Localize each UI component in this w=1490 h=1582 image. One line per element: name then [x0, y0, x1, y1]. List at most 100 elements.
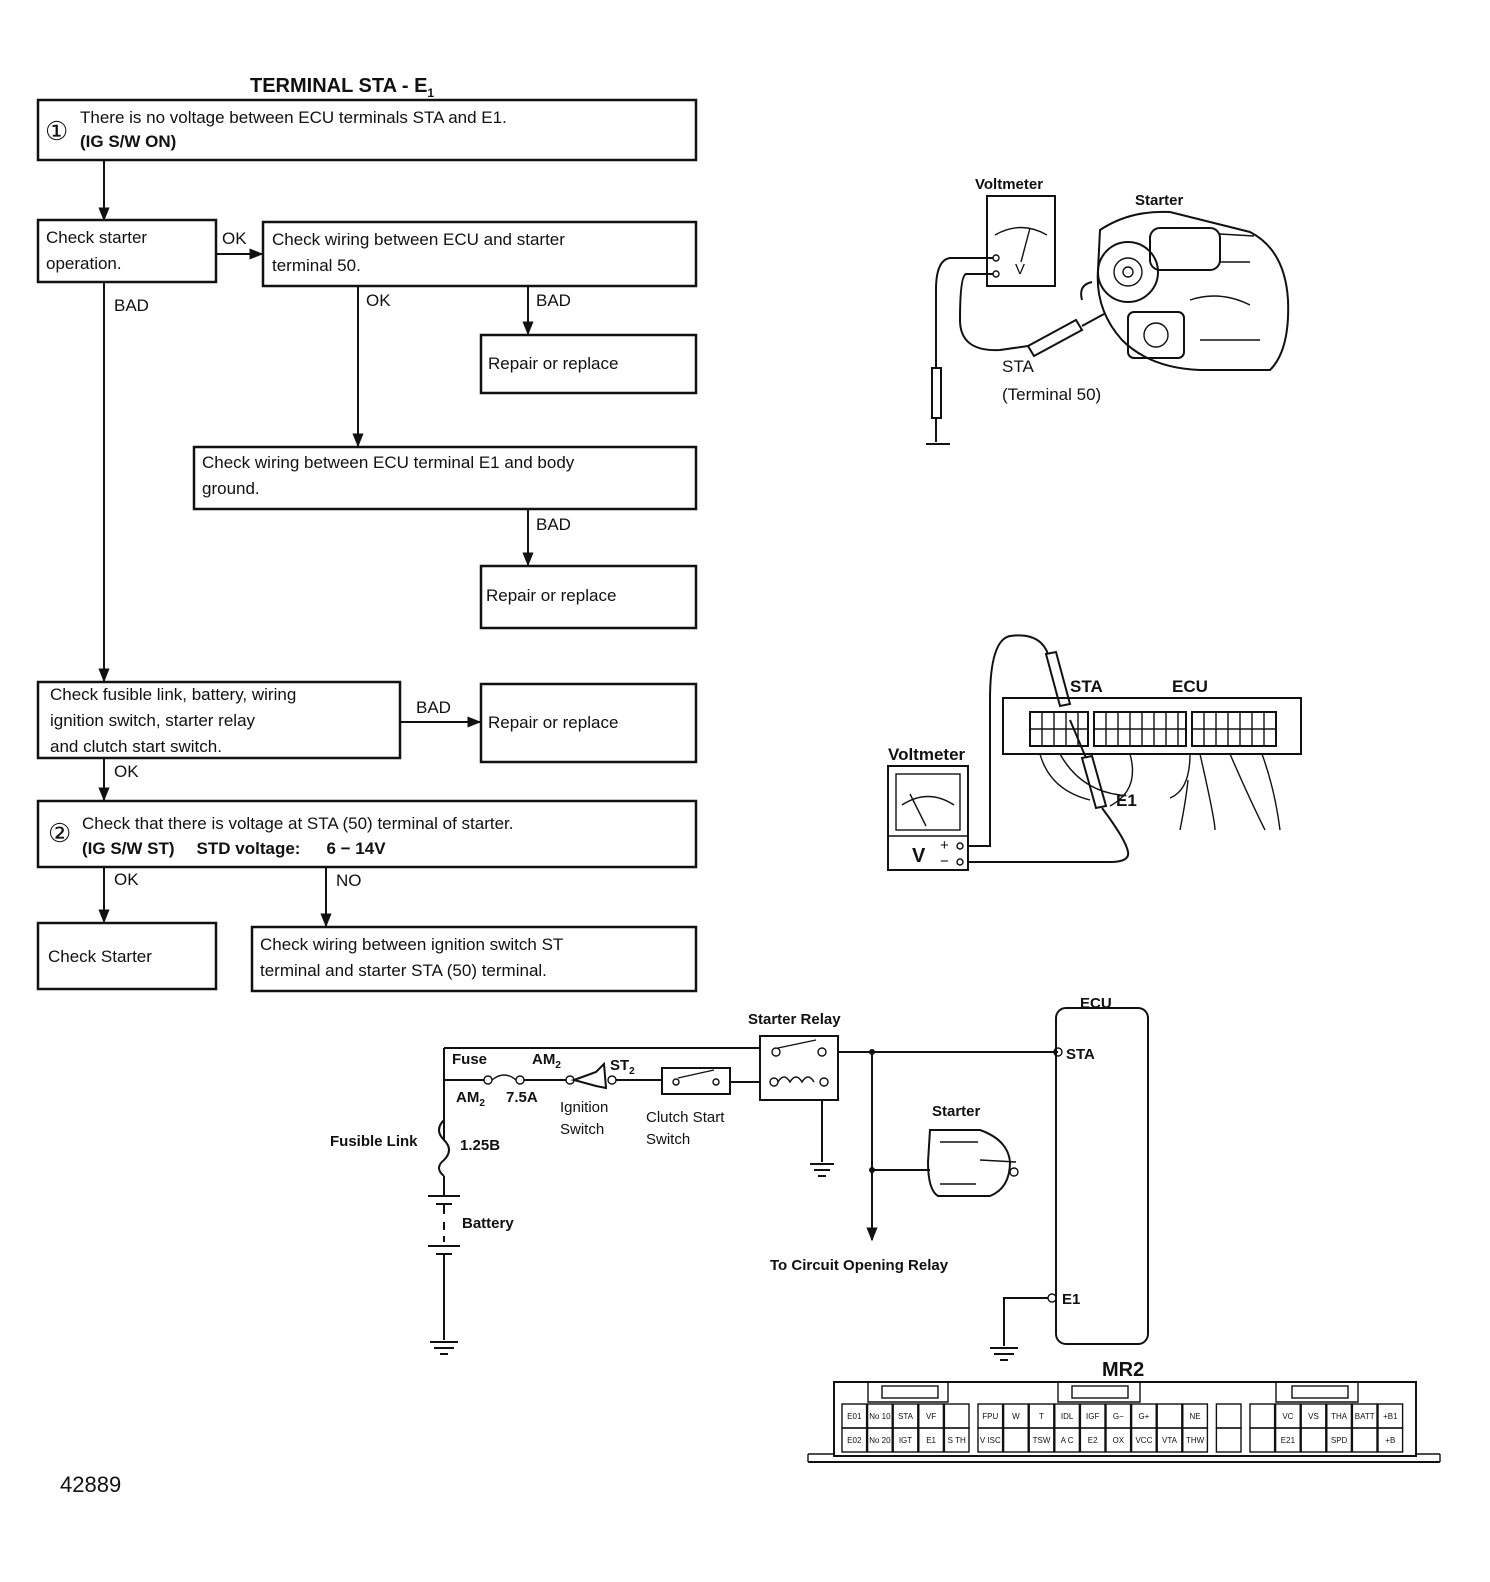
flowchart: TERMINAL STA - E1 ① There is no voltage … [36, 75, 698, 993]
connector-pin [1215, 1403, 1242, 1429]
connector-pin [1028, 1427, 1055, 1453]
connector-pin-label: W [1012, 1412, 1020, 1421]
bad-label-3: BAD [114, 296, 149, 315]
connector-pin [1054, 1427, 1081, 1453]
voltmeter-face-2 [895, 773, 961, 831]
voltmeter-label-2: Voltmeter [888, 745, 966, 764]
connector-pin [866, 1427, 893, 1453]
voltmeter-dial-2 [901, 795, 955, 806]
bad-label-4: BAD [416, 698, 451, 717]
voltmeter-label-1: Voltmeter [975, 176, 1043, 193]
connector-pin-label: E02 [847, 1436, 862, 1445]
connector-pin [1002, 1427, 1029, 1453]
connector-pin [943, 1427, 970, 1453]
st2-label: ST2 [610, 1057, 635, 1077]
voltmeter-v-2: V [912, 845, 926, 867]
clutch-contact [677, 1069, 715, 1079]
connector-key-frames [867, 1382, 1359, 1403]
connector-pin [1326, 1427, 1353, 1453]
connector-pin-label: IGT [899, 1436, 912, 1445]
voltmeter-dial-1 [994, 226, 1048, 236]
bad-label-1: BAD [536, 291, 571, 310]
connector-pin-label: G− [1113, 1412, 1124, 1421]
ecu-block [1055, 1007, 1149, 1345]
repair2-box [479, 564, 698, 630]
connector-pin-label: TSW [1033, 1436, 1051, 1445]
connector-pin [1105, 1427, 1132, 1453]
starter-label-1: Starter [1135, 192, 1184, 209]
step2-text: Check that there is voltage at STA (50) … [82, 814, 514, 833]
fusible-link-symbol [438, 1119, 450, 1177]
starter-motor-drawing [1080, 210, 1290, 371]
ok-label-1: OK [222, 229, 247, 248]
check-wiring-ecu-starter-box [261, 220, 698, 288]
connector-pin [918, 1427, 945, 1453]
connector-pin-label: VS [1308, 1412, 1319, 1421]
ecu-measurement-illustration: STA ECU Voltmeter E1 V + − [887, 634, 1302, 871]
connector-pin-label: VTA [1162, 1436, 1178, 1445]
step1-number: ① [45, 116, 68, 146]
sta-probe-2 [1044, 650, 1072, 708]
starter-relay-box [759, 1035, 839, 1101]
connector-pin-label: BATT [1355, 1412, 1375, 1421]
ecu-body [1002, 697, 1302, 755]
fuse-rating-label: 7.5A [506, 1089, 538, 1106]
ok-label-4: OK [114, 870, 139, 889]
ground-probe-1 [931, 367, 942, 419]
repair1-text: Repair or replace [488, 354, 618, 373]
connector-pin [892, 1427, 919, 1453]
repair3-text: Repair or replace [488, 713, 618, 732]
clutch-start-switch-box [661, 1067, 731, 1095]
probe-lead-1 [935, 257, 993, 368]
fuse-label: Fuse [452, 1051, 487, 1068]
fuse-am2-terminal-a [483, 1075, 493, 1085]
check-starter-box [36, 921, 218, 991]
repair2-text: Repair or replace [486, 586, 616, 605]
voltmeter-minus-2: − [940, 853, 949, 870]
connector-pin [1249, 1403, 1276, 1429]
ecu-e1-terminal [1047, 1293, 1057, 1303]
relay-contact-arm [777, 1039, 817, 1049]
e1-ground-wire [1003, 1297, 1048, 1346]
connector-pin-label: +B1 [1383, 1412, 1398, 1421]
connector-pin-label: E2 [1088, 1436, 1098, 1445]
check-wiring-e1-text: Check wiring between ECU terminal E1 and… [202, 453, 575, 498]
connector-pin-label: NE [1190, 1412, 1201, 1421]
connector-pin [943, 1403, 970, 1429]
connector-key-1 [881, 1385, 939, 1399]
connector-pin [841, 1427, 868, 1453]
check-starter-text: Check Starter [48, 947, 152, 966]
ok-label-3: OK [114, 762, 139, 781]
connector-pin [1079, 1427, 1106, 1453]
ecu-label-circuit: ECU [1080, 995, 1112, 1012]
connector-title: MR2 [1102, 1359, 1144, 1381]
connector-key-2 [1071, 1385, 1129, 1399]
fusible-link-label: Fusible Link [330, 1133, 418, 1150]
connector-pin [1249, 1427, 1276, 1453]
connector-pin-label: G+ [1138, 1412, 1149, 1421]
connector-pin-label: VCC [1135, 1436, 1152, 1445]
connector-pin [1156, 1427, 1183, 1453]
connector-pin [977, 1427, 1004, 1453]
relay-coil-a [769, 1077, 779, 1087]
check-fusible-box [36, 680, 402, 760]
connector-pin-label: T [1039, 1412, 1044, 1421]
ok-label-2: OK [366, 291, 391, 310]
clutch-terminal-b [712, 1078, 720, 1086]
e1-ground-symbol [990, 1347, 1018, 1361]
no-label: NO [336, 871, 362, 890]
voltmeter-plus-2: + [940, 837, 949, 854]
ignition-terminal-st [607, 1075, 617, 1085]
connector-pin-label: SPD [1331, 1436, 1348, 1445]
figure-id: 42889 [60, 1472, 121, 1497]
ecu-harness [1039, 753, 1281, 831]
repair1-box [479, 333, 698, 395]
